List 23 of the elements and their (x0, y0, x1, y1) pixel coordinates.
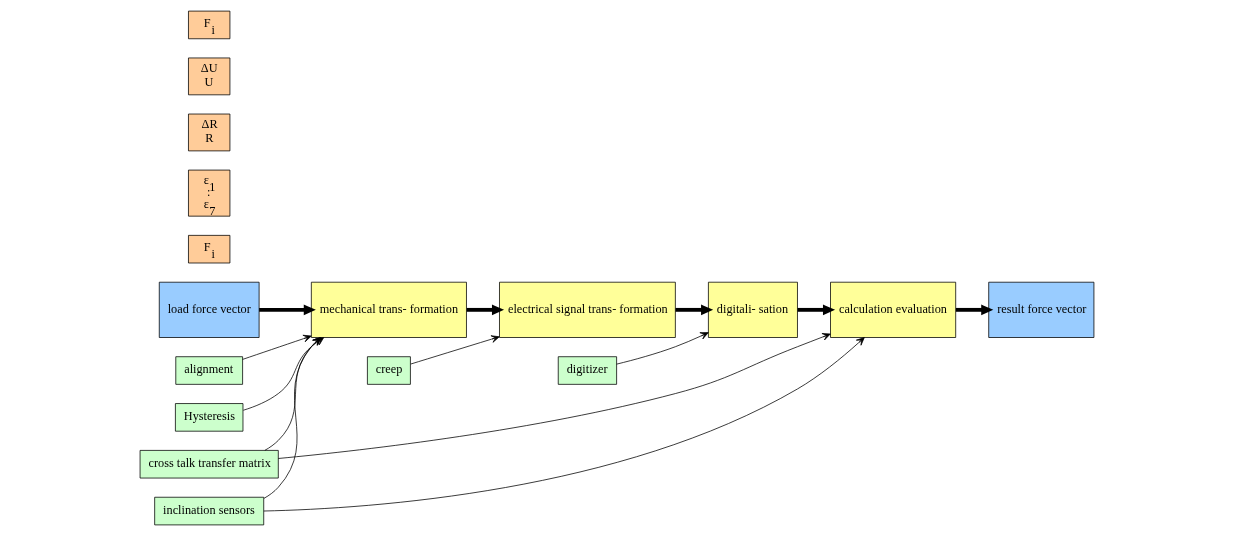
node-box: alignment (175, 356, 243, 385)
arrow (955, 304, 994, 316)
node-box: digitizer (557, 356, 617, 385)
arrow (466, 304, 505, 316)
arrow (675, 304, 714, 316)
node-box: Hysteresis (175, 403, 244, 432)
node-box: ΔU U (188, 57, 231, 96)
node-box: calculation evaluation (830, 281, 957, 338)
node-box: cross talk transfer matrix (139, 450, 279, 479)
node-box: load force vector (158, 281, 260, 338)
node-box: ΔR R (188, 113, 231, 152)
node-box: inclination sensors (154, 496, 265, 526)
node-box: result force vector (988, 281, 1095, 338)
arrow (616, 332, 709, 365)
arrow (410, 335, 500, 365)
node-box: digitali- sation (708, 281, 798, 338)
node-box: mechanical trans- formation (310, 281, 467, 338)
arrow (797, 304, 836, 316)
arrow (277, 333, 831, 459)
node-box: creep (367, 356, 411, 385)
node-box: electrical signal trans- formation (499, 281, 676, 338)
arrow (259, 304, 316, 316)
arrow (242, 334, 312, 360)
